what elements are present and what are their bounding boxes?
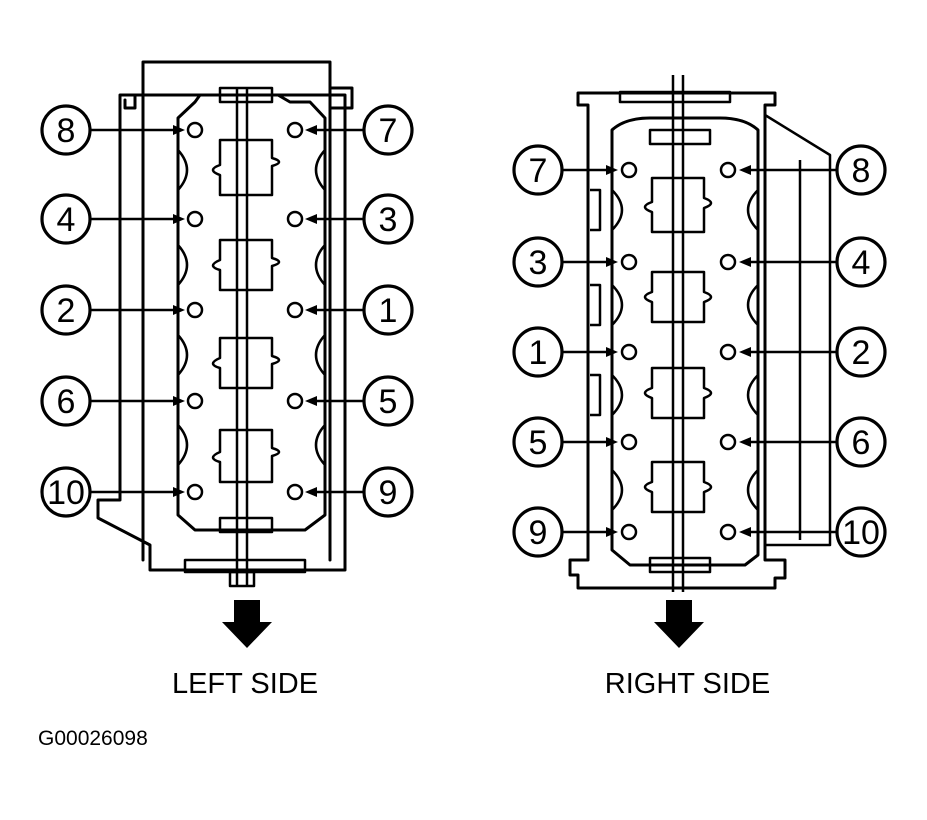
right-cylinder-head-drawing	[568, 75, 832, 592]
callout-number: 2	[57, 292, 76, 330]
left-side-callout-10: 10	[40, 466, 92, 518]
left-side-callout-8: 8	[40, 104, 92, 156]
right-side-callout-7: 7	[512, 144, 564, 196]
left-head-bolt-hole	[286, 483, 304, 501]
callout-number: 2	[852, 334, 871, 372]
left-side-caption: LEFT SIDE	[171, 668, 319, 700]
left-cylinder-head-drawing	[96, 60, 354, 588]
callout-number: 6	[852, 424, 871, 462]
right-side-callout-2: 2	[835, 326, 887, 378]
callout-number: 1	[529, 334, 548, 372]
arrow-down-icon	[222, 600, 272, 648]
callout-number: 4	[852, 244, 871, 282]
right-side-caption: RIGHT SIDE	[604, 668, 771, 700]
left-side-callout-4: 4	[40, 193, 92, 245]
callout-number: 3	[529, 244, 548, 282]
left-head-bolt-hole	[286, 301, 304, 319]
callout-number: 5	[379, 383, 398, 421]
left-head-bolt-hole	[186, 210, 204, 228]
callout-number: 10	[842, 514, 880, 552]
left-side-leader-arrows	[90, 125, 364, 497]
callout-number: 8	[852, 152, 871, 190]
right-head-bolt-hole	[620, 433, 638, 451]
right-head-bolt-hole	[620, 343, 638, 361]
callout-number: 8	[57, 112, 76, 150]
callout-number: 3	[379, 201, 398, 239]
right-head-bolt-hole	[719, 523, 737, 541]
left-side-callout-3: 3	[362, 193, 414, 245]
right-side-callout-6: 6	[835, 416, 887, 468]
left-head-bolt-hole	[286, 121, 304, 139]
right-side-callout-5: 5	[512, 416, 564, 468]
callout-number: 7	[529, 152, 548, 190]
left-head-bolt-hole	[286, 210, 304, 228]
callout-number: 7	[379, 112, 398, 150]
callout-number: 9	[379, 474, 398, 512]
left-head-bolt-hole	[286, 392, 304, 410]
right-side-callout-9: 9	[512, 506, 564, 558]
callout-number: 10	[47, 474, 85, 512]
callout-number: 6	[57, 383, 76, 421]
left-head-bolt-hole	[186, 301, 204, 319]
right-head-bolt-hole	[719, 161, 737, 179]
arrow-down-icon	[654, 600, 704, 648]
callout-number: 4	[57, 201, 76, 239]
callout-number: 1	[379, 292, 398, 330]
callout-number: 5	[529, 424, 548, 462]
right-head-bolt-hole	[620, 161, 638, 179]
right-head-bolt-hole	[719, 343, 737, 361]
left-side-callout-6: 6	[40, 375, 92, 427]
right-head-bolt-hole	[719, 253, 737, 271]
left-side-callout-9: 9	[362, 466, 414, 518]
left-head-bolt-hole	[186, 483, 204, 501]
right-head-bolt-hole	[620, 523, 638, 541]
left-head-bolt-hole	[186, 392, 204, 410]
right-side-callout-4: 4	[835, 236, 887, 288]
right-side-callout-3: 3	[512, 236, 564, 288]
left-side-callout-1: 1	[362, 284, 414, 336]
left-side-callout-7: 7	[362, 104, 414, 156]
right-side-callout-8: 8	[835, 144, 887, 196]
callout-number: 9	[529, 514, 548, 552]
left-side-callout-2: 2	[40, 284, 92, 336]
right-side-leader-arrows	[562, 165, 837, 537]
right-head-bolt-hole	[620, 253, 638, 271]
figure-id-label: G00026098	[38, 727, 148, 750]
right-head-bolt-hole	[719, 433, 737, 451]
left-head-bolt-hole	[186, 121, 204, 139]
right-side-callout-1: 1	[512, 326, 564, 378]
right-side-callout-10: 10	[835, 506, 887, 558]
left-side-callout-5: 5	[362, 375, 414, 427]
